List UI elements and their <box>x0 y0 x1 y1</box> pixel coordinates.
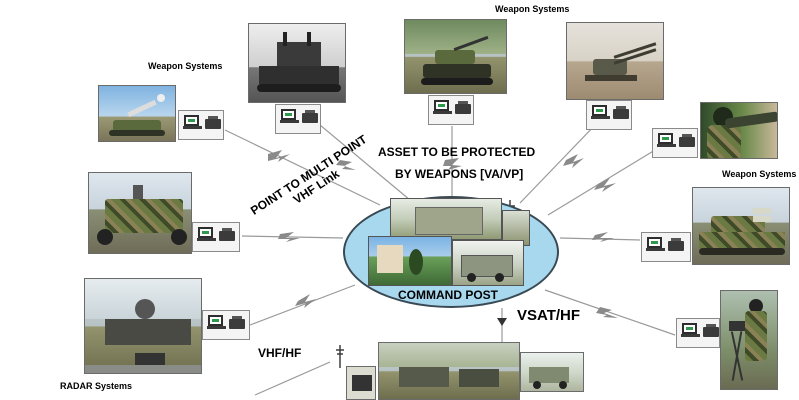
laptop-radio-terminal-icon <box>676 318 720 348</box>
link-line-weapon-topright <box>519 121 599 204</box>
label-command-post: COMMAND POST <box>398 288 498 302</box>
command-post-photo-truck <box>452 240 524 286</box>
label-asset-line-1: ASSET TO BE PROTECTED <box>378 145 536 159</box>
weapon-system-photo-gun-tank <box>248 23 346 103</box>
laptop-radio-terminal-icon <box>586 100 632 130</box>
laptop-radio-terminal-icon <box>641 232 691 262</box>
link-line-weapon-topleft <box>319 124 411 201</box>
link-line-weapon-left <box>224 129 381 206</box>
weapon-system-photo-anti-aircraft-gun <box>566 22 664 100</box>
label-weapon-systems-top: Weapon Systems <box>495 4 570 14</box>
laptop-radio-terminal-icon <box>178 110 224 140</box>
label-weapon-systems-right: Weapon Systems <box>722 169 797 179</box>
command-truck-photo <box>520 352 584 392</box>
weapon-system-photo-missile-launcher <box>98 85 176 142</box>
weapon-system-photo-manpads-soldier <box>700 102 778 159</box>
laptop-radio-terminal-icon <box>202 310 250 340</box>
arrow-down-icon <box>497 318 507 326</box>
radio-unit-photo <box>346 366 376 400</box>
command-post-photo-shelter <box>390 198 502 240</box>
lightning-link-icon <box>268 150 618 318</box>
link-line-weapon-mid-left <box>241 235 344 239</box>
weapon-system-photo-self-propelled-gun <box>404 19 507 94</box>
weapon-system-photo-armored-vehicle <box>88 172 192 254</box>
label-vhf-hf: VHF/HF <box>258 346 302 360</box>
laptop-radio-terminal-icon <box>275 104 321 134</box>
laptop-radio-terminal-icon <box>652 128 698 158</box>
label-weapon-systems-left: Weapon Systems <box>148 61 223 71</box>
command-post-photo-building <box>368 236 452 286</box>
link-line-weapon-right-bottom <box>544 289 676 336</box>
laptop-radio-terminal-icon <box>428 95 474 125</box>
weapon-system-photo-missile-tank <box>692 187 790 265</box>
label-asset-line-2: BY WEAPONS [VA/VP] <box>395 167 524 181</box>
link-line-radar <box>249 284 356 326</box>
link-line-vhf <box>254 361 331 396</box>
label-vsat-hf: VSAT/HF <box>517 307 581 324</box>
weapon-system-photo-tripod-soldier <box>720 290 778 390</box>
command-vehicle-photo <box>378 342 520 400</box>
label-radar-systems: RADAR Systems <box>60 381 133 391</box>
laptop-radio-terminal-icon <box>192 222 240 252</box>
radar-system-photo <box>84 278 202 374</box>
